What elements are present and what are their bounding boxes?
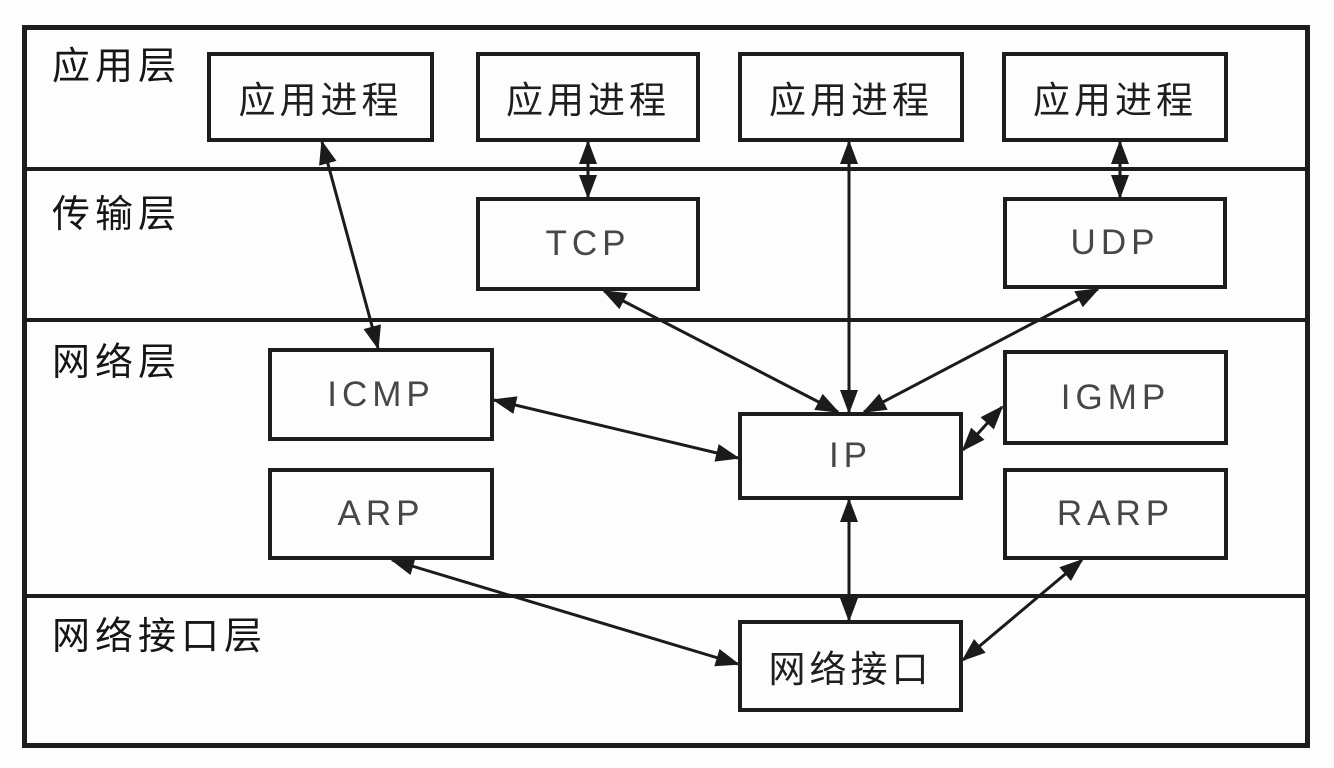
layer-label-application: 应用层	[52, 46, 182, 88]
node-app-process-3: 应用进程	[738, 52, 964, 142]
node-rarp: RARP	[1003, 468, 1228, 560]
node-app-process-1: 应用进程	[207, 52, 434, 142]
node-ip: IP	[738, 412, 963, 500]
node-igmp: IGMP	[1003, 350, 1228, 445]
node-app-process-4: 应用进程	[1002, 52, 1228, 142]
layer-label-transport: 传输层	[52, 194, 182, 236]
layer-label-network-interface: 网络接口层	[52, 616, 268, 658]
layer-divider-application-transport	[25, 167, 1309, 171]
node-tcp: TCP	[476, 197, 700, 291]
diagram-outer-frame	[22, 25, 1310, 748]
node-udp: UDP	[1003, 197, 1227, 289]
layer-label-network: 网络层	[52, 342, 182, 384]
node-app-process-2: 应用进程	[476, 52, 700, 142]
node-icmp: ICMP	[268, 348, 494, 441]
layer-divider-transport-network	[25, 318, 1309, 322]
node-arp: ARP	[268, 468, 494, 560]
node-network-interface: 网络接口	[738, 620, 963, 712]
layer-divider-network-linklayer	[25, 594, 1309, 598]
